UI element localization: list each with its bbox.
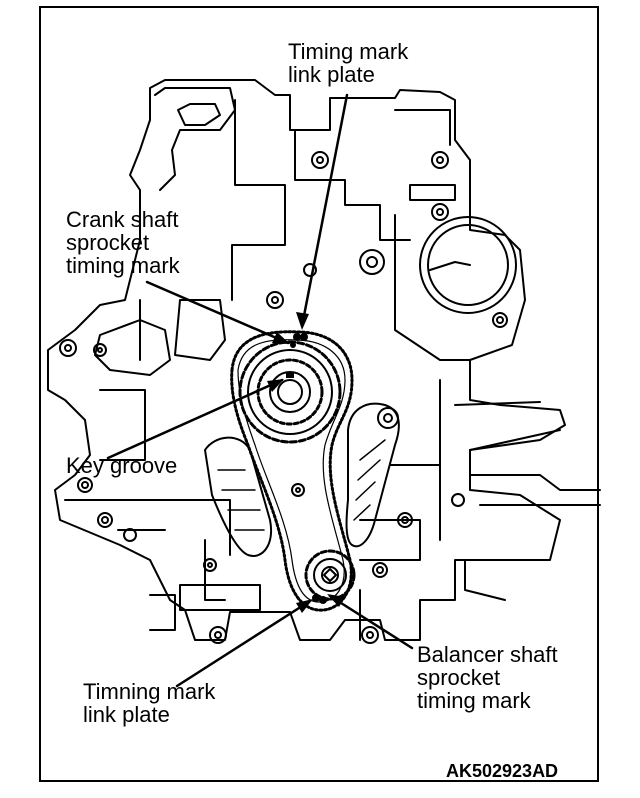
label-timing-mark-link-plate-top: Timing mark link plate: [288, 39, 409, 87]
label-key-groove: Key groove: [66, 453, 178, 478]
engine-block-outline: [47, 79, 601, 641]
accessory-bore-ring: [419, 216, 517, 314]
leader-key-groove: [106, 378, 284, 460]
timing-mark-dots: [290, 333, 327, 604]
diagram-frame: [39, 6, 599, 782]
timing-chain: [230, 330, 354, 612]
chain-guide-left: [204, 436, 273, 557]
leader-crank-shaft: [145, 280, 290, 345]
chain-tensioner-arm: [345, 402, 400, 548]
figure-code: AK502923AD: [446, 761, 559, 781]
label-balancer-shaft-sprocket-timing-mark: Balancer shaft sprocket timing mark: [417, 642, 558, 713]
balancer-shaft-sprocket: [304, 549, 356, 601]
leader-timing-mark-bottom: [175, 599, 312, 688]
leader-balancer-shaft: [328, 594, 414, 650]
arrow-heads: [267, 312, 345, 613]
leader-lines: [106, 93, 414, 688]
label-crank-shaft-sprocket-timing-mark: Crank shaft sprocket timing mark: [66, 207, 180, 278]
leader-timing-mark-top: [300, 93, 349, 328]
crankshaft-sprocket: [238, 340, 342, 444]
label-timing-mark-link-plate-bottom: Timning mark link plate: [83, 679, 216, 727]
bolt-heads: [59, 151, 508, 644]
